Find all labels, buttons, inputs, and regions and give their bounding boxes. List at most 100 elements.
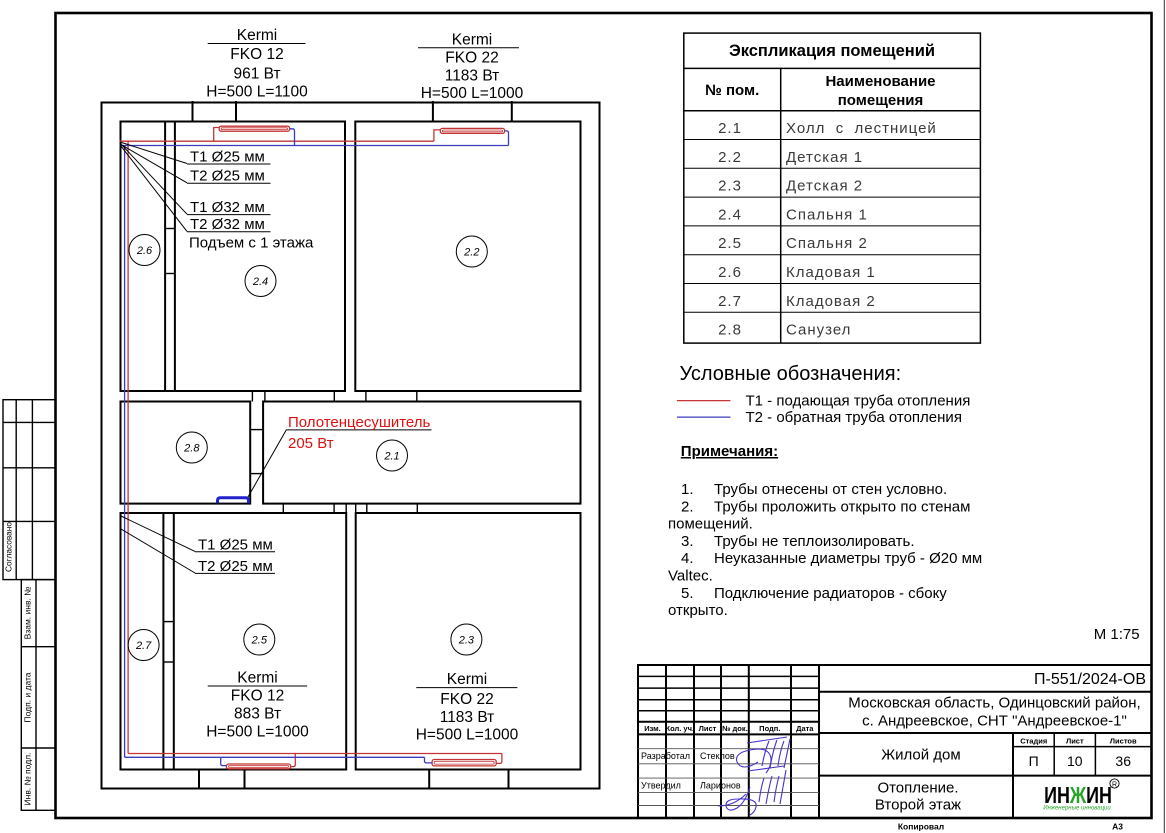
svg-text:FKO 22: FKO 22 bbox=[445, 50, 498, 67]
svg-text:H=500 L=1100: H=500 L=1100 bbox=[206, 84, 308, 101]
svg-text:Kermi: Kermi bbox=[452, 32, 492, 49]
svg-text:2.6: 2.6 bbox=[136, 245, 153, 257]
svg-text:Кол. уч.: Кол. уч. bbox=[666, 724, 695, 733]
svg-text:П: П bbox=[1029, 753, 1039, 769]
svg-text:T1 Ø25 мм: T1 Ø25 мм bbox=[198, 536, 273, 553]
svg-text:Трубы отнесены от стен условно: Трубы отнесены от стен условно. bbox=[714, 481, 947, 498]
svg-text:2.5: 2.5 bbox=[251, 635, 268, 647]
svg-text:Kermi: Kermi bbox=[237, 27, 277, 44]
svg-text:Подп.: Подп. bbox=[759, 724, 780, 733]
svg-text:Копировал: Копировал bbox=[898, 822, 944, 832]
svg-text:Взам. инв. №: Взам. инв. № bbox=[23, 587, 33, 640]
svg-text:2.2: 2.2 bbox=[463, 247, 479, 259]
svg-text:Кладовая 2: Кладовая 2 bbox=[786, 293, 876, 310]
svg-text:Подъем с 1 этажа: Подъем с 1 этажа bbox=[189, 235, 314, 252]
svg-text:883 Вт: 883 Вт bbox=[234, 706, 281, 723]
svg-text:T2 Ø25 мм: T2 Ø25 мм bbox=[190, 168, 265, 185]
svg-text:Неуказанные диаметры труб - Ø2: Неуказанные диаметры труб - Ø20 мм bbox=[714, 550, 982, 567]
svg-text:961 Вт: 961 Вт bbox=[233, 66, 280, 83]
svg-text:Лист: Лист bbox=[699, 724, 717, 733]
svg-text:4.: 4. bbox=[681, 550, 694, 567]
svg-text:1183 Вт: 1183 Вт bbox=[445, 68, 500, 85]
svg-text:2.5: 2.5 bbox=[718, 235, 742, 252]
svg-text:Примечания:: Примечания: bbox=[681, 443, 778, 460]
svg-text:1183 Вт: 1183 Вт bbox=[440, 709, 495, 726]
svg-text:5.: 5. bbox=[681, 585, 694, 602]
svg-text:Кладовая 1: Кладовая 1 bbox=[786, 264, 876, 281]
svg-text:10: 10 bbox=[1067, 753, 1083, 769]
svg-text:Листов: Листов bbox=[1110, 736, 1137, 745]
svg-text:R: R bbox=[1112, 781, 1117, 788]
svg-text:Трубы не теплоизолировать.: Трубы не теплоизолировать. bbox=[714, 533, 915, 550]
svg-text:Разработал: Разработал bbox=[641, 751, 690, 761]
svg-text:FKO 12: FKO 12 bbox=[230, 46, 283, 63]
svg-text:Лист: Лист bbox=[1066, 736, 1084, 745]
svg-text:2.6: 2.6 bbox=[718, 264, 742, 281]
svg-text:Спальня 1: Спальня 1 bbox=[786, 206, 868, 223]
svg-text:№ пом.: № пом. bbox=[705, 82, 759, 99]
svg-text:Условные обозначения:: Условные обозначения: bbox=[680, 363, 902, 385]
svg-text:1.: 1. bbox=[681, 481, 694, 498]
svg-text:Детская 2: Детская 2 bbox=[786, 178, 863, 195]
svg-text:Согласовано: Согласовано bbox=[4, 522, 14, 572]
svg-text:Valtec.: Valtec. bbox=[668, 568, 713, 585]
svg-text:2.4: 2.4 bbox=[718, 206, 742, 223]
svg-text:2.1: 2.1 bbox=[383, 451, 399, 463]
svg-text:Kermi: Kermi bbox=[447, 671, 487, 688]
svg-text:Наименование: Наименование bbox=[825, 73, 935, 90]
svg-text:Стадия: Стадия bbox=[1020, 736, 1047, 745]
svg-text:36: 36 bbox=[1115, 753, 1131, 769]
svg-text:2.8: 2.8 bbox=[718, 322, 742, 339]
svg-text:Холл с лестницей: Холл с лестницей bbox=[786, 120, 937, 137]
svg-text:Инв. № подл.: Инв. № подл. bbox=[23, 753, 33, 806]
svg-text:2.3: 2.3 bbox=[458, 635, 475, 647]
svg-text:Жилой дом: Жилой дом bbox=[881, 747, 960, 764]
svg-text:Санузел: Санузел bbox=[786, 322, 851, 339]
svg-text:T1 Ø32 мм: T1 Ø32 мм bbox=[190, 199, 265, 216]
svg-text:2.3: 2.3 bbox=[718, 178, 742, 195]
svg-text:Дата: Дата bbox=[796, 724, 814, 733]
svg-text:2.7: 2.7 bbox=[135, 640, 152, 652]
svg-text:Трубы проложить открыто по сте: Трубы проложить открыто по стенам bbox=[714, 498, 970, 515]
svg-text:А3: А3 bbox=[1112, 822, 1123, 832]
svg-text:3.: 3. bbox=[681, 533, 694, 550]
svg-text:Т1 - подающая труба отопления: Т1 - подающая труба отопления bbox=[746, 393, 971, 410]
svg-text:ИНЖИН: ИНЖИН bbox=[1044, 783, 1112, 809]
svg-text:открыто.: открыто. bbox=[668, 602, 728, 619]
svg-text:Ларионов: Ларионов bbox=[700, 780, 741, 790]
svg-text:с. Андреевское, СНТ "Андреевск: с. Андреевское, СНТ "Андреевское-1" bbox=[862, 713, 1127, 730]
svg-text:Второй этаж: Второй этаж bbox=[875, 797, 961, 814]
svg-text:T1 Ø25 мм: T1 Ø25 мм bbox=[190, 149, 265, 166]
svg-text:2.8: 2.8 bbox=[183, 443, 200, 455]
svg-text:2.1: 2.1 bbox=[718, 120, 742, 137]
svg-text:FKO 22: FKO 22 bbox=[440, 691, 493, 708]
svg-text:Подключение радиаторов - сбоку: Подключение радиаторов - сбоку bbox=[714, 585, 947, 602]
svg-text:Инженерные инновации: Инженерные инновации bbox=[1043, 806, 1111, 812]
svg-text:H=500 L=1000: H=500 L=1000 bbox=[421, 85, 524, 102]
svg-text:T2 Ø32 мм: T2 Ø32 мм bbox=[190, 216, 265, 233]
svg-text:Отопление.: Отопление. bbox=[877, 780, 958, 797]
svg-text:Т2 - обратная труба отопления: Т2 - обратная труба отопления bbox=[746, 409, 962, 426]
svg-text:Стеклов: Стеклов bbox=[700, 751, 735, 761]
svg-text:Спальня 2: Спальня 2 bbox=[786, 235, 868, 252]
svg-text:205 Вт: 205 Вт bbox=[288, 435, 334, 452]
svg-text:FKO 12: FKO 12 bbox=[231, 688, 284, 705]
svg-text:помещений.: помещений. bbox=[668, 516, 753, 533]
svg-text:Изм.: Изм. bbox=[644, 724, 661, 733]
svg-text:Экспликация помещений: Экспликация помещений bbox=[729, 42, 935, 60]
svg-text:2.2: 2.2 bbox=[718, 149, 742, 166]
svg-text:Подп. и дата: Подп. и дата bbox=[23, 672, 33, 722]
svg-text:М 1:75: М 1:75 bbox=[1094, 626, 1140, 643]
svg-text:П-551/2024-ОВ: П-551/2024-ОВ bbox=[1034, 671, 1146, 688]
svg-text:Kermi: Kermi bbox=[237, 670, 277, 687]
svg-text:Утвердил: Утвердил bbox=[641, 780, 681, 790]
svg-text:помещения: помещения bbox=[838, 92, 924, 109]
svg-text:Полотенцесушитель: Полотенцесушитель bbox=[288, 414, 431, 431]
svg-text:2.4: 2.4 bbox=[252, 276, 268, 288]
svg-text:Московская область, Одинцовски: Московская область, Одинцовский район, bbox=[848, 695, 1140, 712]
svg-text:Детская 1: Детская 1 bbox=[786, 149, 863, 166]
svg-text:H=500 L=1000: H=500 L=1000 bbox=[416, 727, 519, 744]
svg-text:T2 Ø25 мм: T2 Ø25 мм bbox=[198, 558, 273, 575]
svg-text:2.: 2. bbox=[681, 498, 694, 515]
svg-text:2.7: 2.7 bbox=[718, 293, 742, 310]
